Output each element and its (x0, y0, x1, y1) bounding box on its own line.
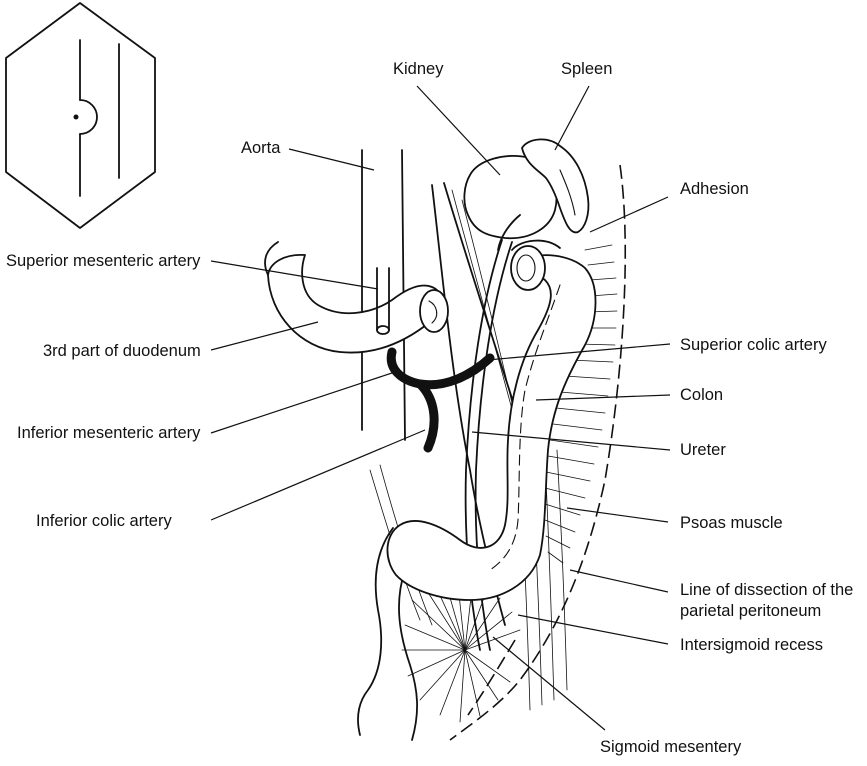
orientation-inset (6, 3, 155, 228)
inferior-colic-branch (420, 384, 434, 448)
label-line-of-dissection-1: Line of dissection of the (680, 581, 853, 599)
label-inferior-colic-artery: Inferior colic artery (36, 512, 172, 530)
inset-dot (74, 115, 79, 120)
label-adhesion: Adhesion (680, 180, 749, 198)
colon-cut-end-outer (511, 246, 545, 290)
sigmoid-loop-inner (399, 570, 417, 740)
label-ureter: Ureter (680, 441, 726, 459)
dissection-leader (570, 570, 668, 592)
label-colon: Colon (680, 386, 723, 404)
inset-semicircle (80, 100, 97, 134)
label-intersigmoid-recess: Intersigmoid recess (680, 636, 823, 654)
ureter-leader (472, 432, 670, 450)
label-line-of-dissection-2: parietal peritoneum (680, 602, 821, 620)
label-spleen: Spleen (561, 60, 612, 78)
label-superior-colic-artery: Superior colic artery (680, 336, 827, 354)
label-duodenum: 3rd part of duodenum (43, 342, 201, 360)
label-superior-mesenteric-artery: Superior mesenteric artery (6, 252, 201, 270)
label-sigmoid-mesentery: Sigmoid mesentery (600, 738, 742, 756)
spleen-leader (555, 86, 589, 150)
intersigmoid-leader (518, 615, 668, 644)
inferior-colic-leader (211, 430, 425, 520)
label-inferior-mesenteric-artery: Inferior mesenteric artery (17, 424, 201, 442)
sma-cut-end (377, 326, 389, 334)
psoas-fiber-9 (557, 450, 567, 690)
dissection-line-secondary (468, 640, 515, 715)
kidney-leader (417, 86, 500, 175)
inferior-mesenteric-artery (391, 352, 490, 448)
duodenum (265, 242, 448, 353)
label-kidney: Kidney (393, 60, 444, 78)
leader-lines (211, 86, 670, 730)
duodenum-cut-end (420, 290, 448, 332)
adhesion-leader (590, 197, 668, 232)
duodenum-body (268, 255, 442, 353)
sigmoid-mesentery-leader (493, 637, 605, 730)
label-psoas-muscle: Psoas muscle (680, 514, 783, 532)
psoas-leader (567, 508, 668, 522)
label-aorta: Aorta (241, 139, 281, 157)
ima-leader (211, 372, 395, 433)
